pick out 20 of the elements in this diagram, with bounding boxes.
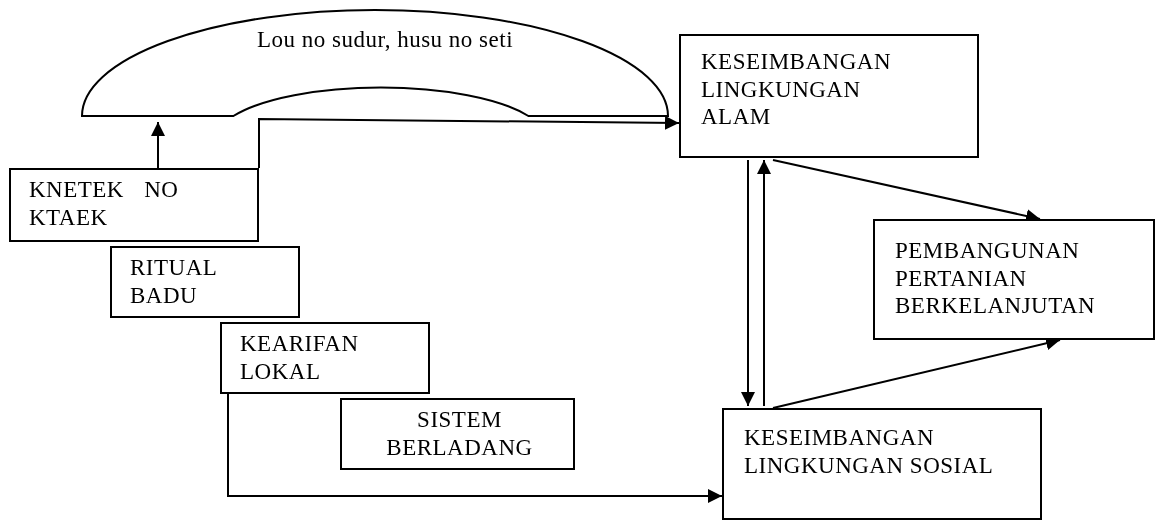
box-label: PEMBANGUNAN PERTANIAN BERKELANJUTAN <box>895 237 1097 320</box>
concept-box <box>220 322 430 394</box>
arrow <box>227 393 723 503</box>
concept-box <box>110 246 300 318</box>
concept-box <box>873 219 1155 340</box>
arrow <box>741 159 755 407</box>
box-label: SISTEM BERLADANG <box>385 406 534 462</box>
box-label: KESEIMBANGAN LINGKUNGAN SOSIAL <box>744 424 995 480</box>
concept-box <box>340 398 575 470</box>
concept-box <box>9 168 259 242</box>
arrow <box>151 121 165 169</box>
concept-box <box>722 408 1042 520</box>
concept-box <box>679 34 979 158</box>
arrow <box>258 115 680 169</box>
box-label: RITUAL BADU <box>130 254 218 310</box>
box-label: KEARIFAN LOKAL <box>240 330 360 386</box>
box-label: KESEIMBANGAN LINGKUNGAN ALAM <box>701 48 892 131</box>
arch-label: Lou no sudur, husu no seti <box>255 26 515 54</box>
box-label: KNETEK NO KTAEK <box>29 176 180 232</box>
arrow <box>757 159 771 407</box>
